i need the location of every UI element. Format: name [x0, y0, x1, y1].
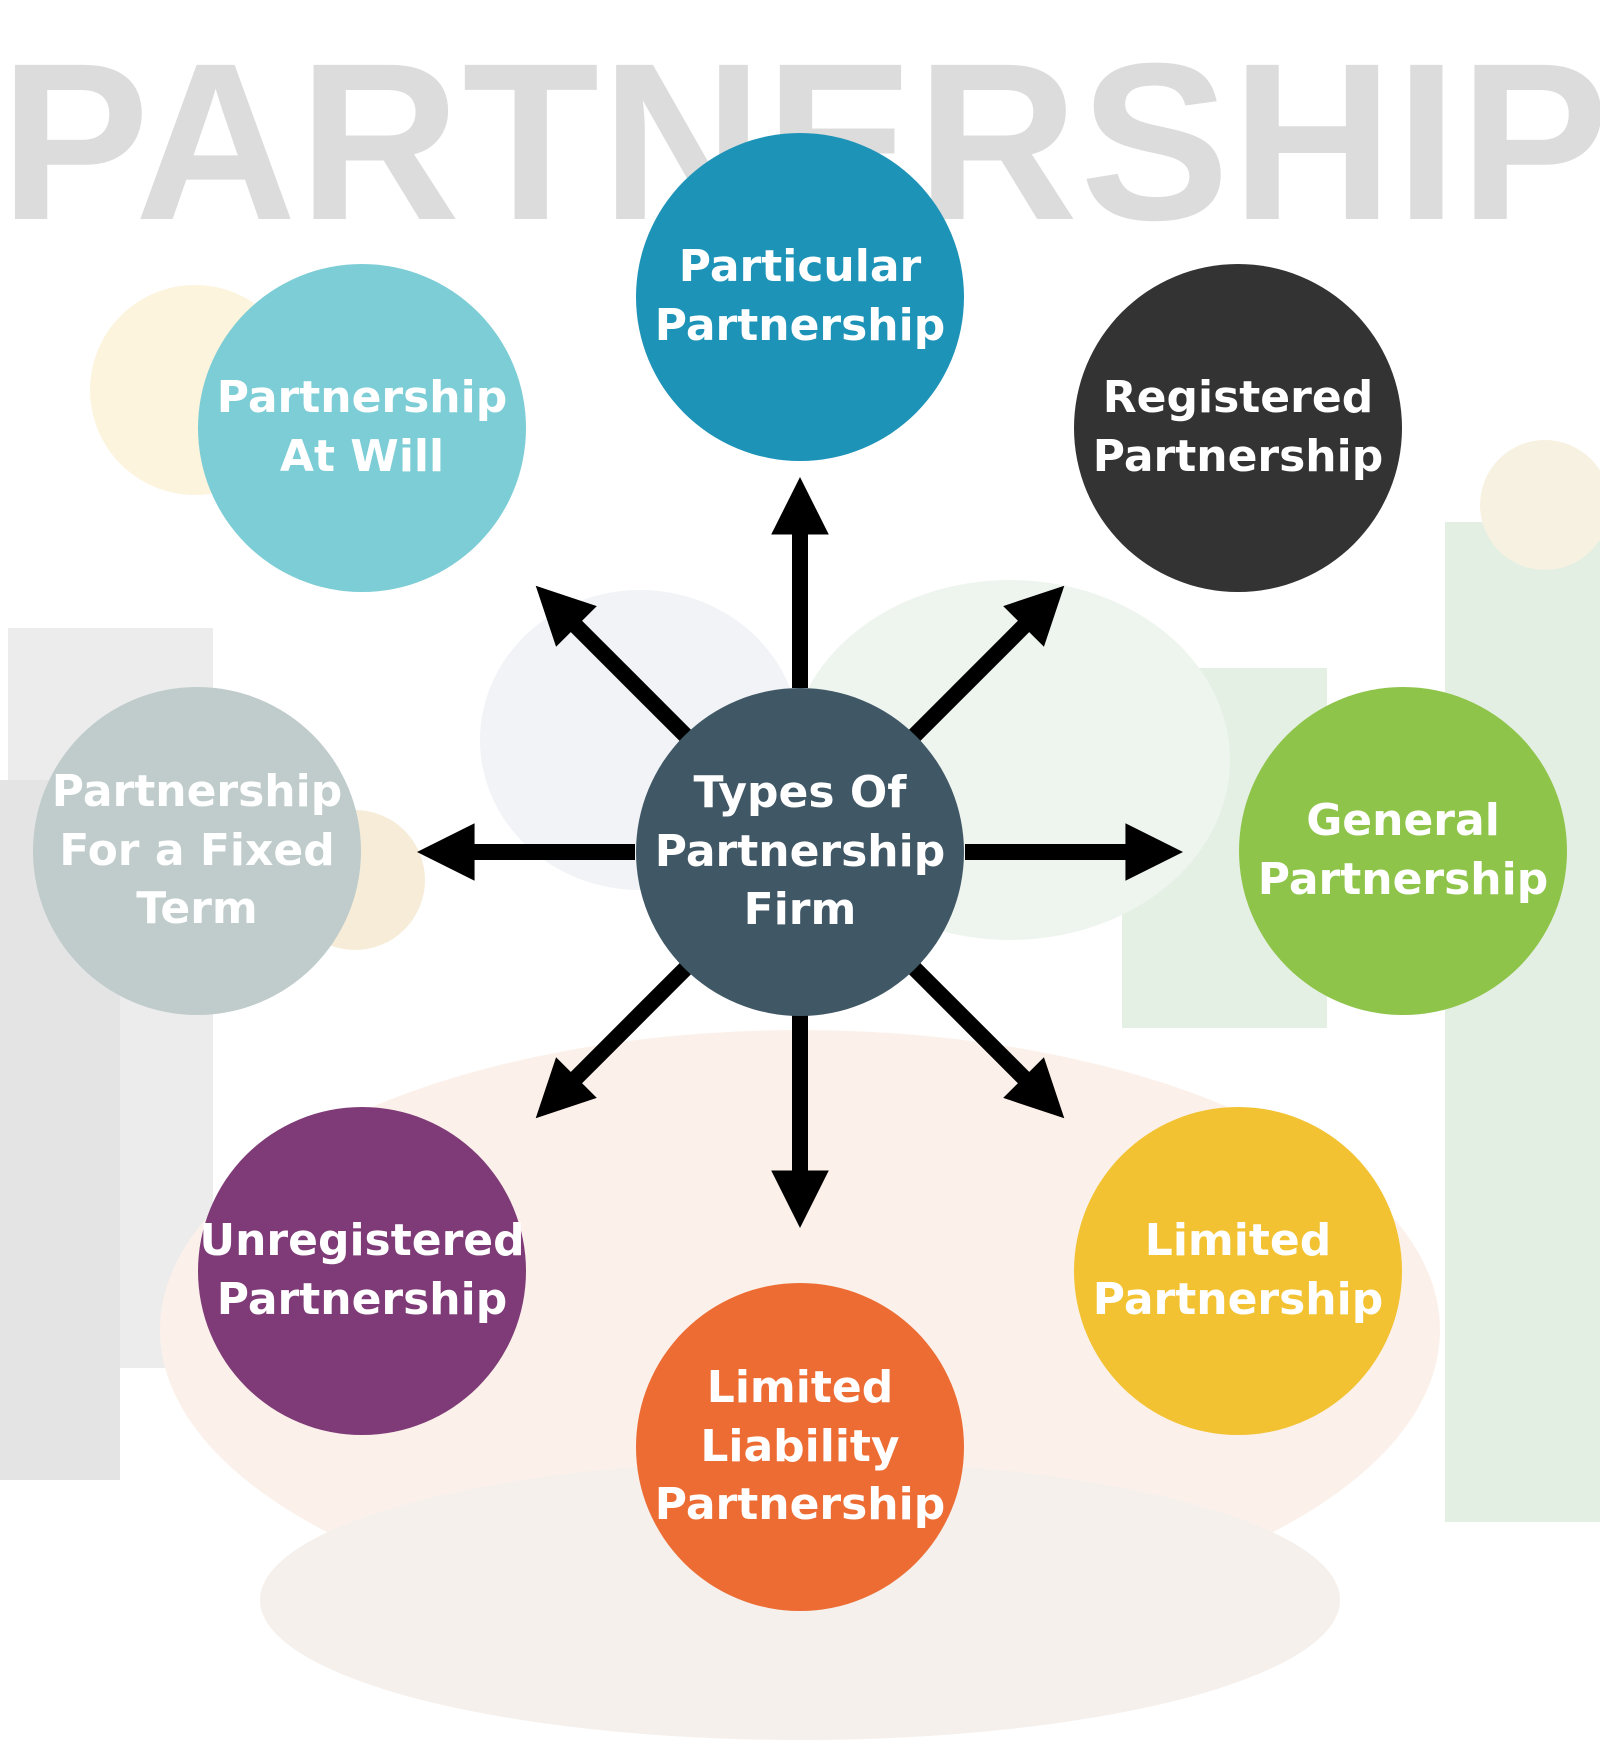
arrow-down-right	[906, 960, 1065, 1119]
center-node: Types Of Partnership Firm	[636, 688, 964, 1016]
node-limited-partnership: Limited Partnership	[1074, 1107, 1402, 1435]
node-label: Limited Partnership	[1092, 1215, 1384, 1325]
node-label: Registered Partnership	[1092, 372, 1384, 482]
node-label: Partnership At Will	[216, 372, 508, 482]
center-node-label: Types Of Partnership Firm	[654, 767, 946, 936]
node-label: General Partnership	[1257, 795, 1549, 905]
node-label: Unregistered Partnership	[199, 1215, 525, 1325]
node-partnership-at-will: Partnership At Will	[198, 264, 526, 592]
arrow-down-left	[535, 960, 694, 1119]
node-unregistered-partnership: Unregistered Partnership	[198, 1107, 526, 1435]
node-limited-liability-partnership: Limited Liability Partnership	[636, 1283, 964, 1611]
node-label: Limited Liability Partnership	[654, 1362, 946, 1531]
node-partnership-fixed-term: Partnership For a Fixed Term	[33, 687, 361, 1015]
node-registered-partnership: Registered Partnership	[1074, 264, 1402, 592]
node-general-partnership: General Partnership	[1239, 687, 1567, 1015]
node-label: Partnership For a Fixed Term	[51, 766, 343, 935]
node-particular-partnership: Particular Partnership	[636, 133, 964, 461]
arrow-up-left	[535, 585, 694, 744]
arrow-up-right	[906, 585, 1065, 744]
node-label: Particular Partnership	[654, 241, 946, 351]
